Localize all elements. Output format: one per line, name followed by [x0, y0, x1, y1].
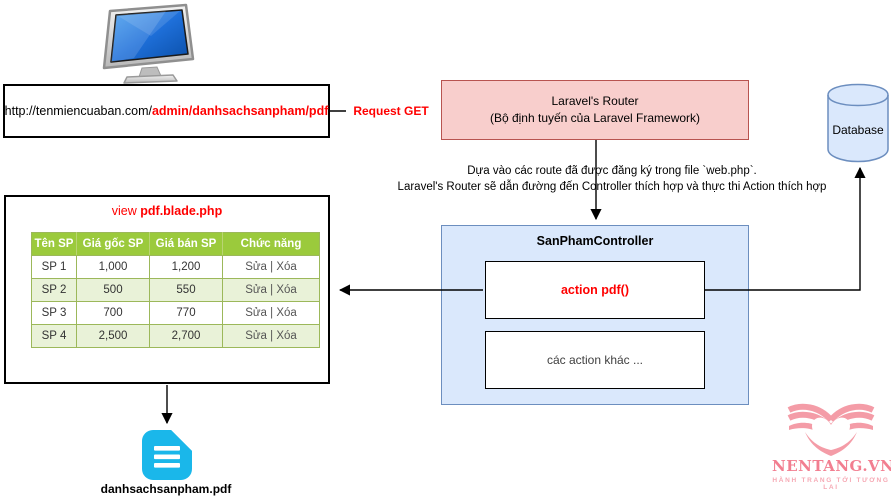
- router-subtitle: (Bộ định tuyến của Laravel Framework): [489, 111, 701, 125]
- url-box: http://tenmiencuaban.com/admin/danhsachs…: [3, 84, 330, 138]
- view-label-prefix: view: [111, 204, 141, 218]
- brand-name: NENTANG.VN: [772, 457, 891, 475]
- route-note-line1: Dựa vào các route đã được đăng ký trong …: [467, 165, 757, 177]
- column-header: Chức năng: [222, 232, 320, 256]
- route-note-line2: Laravel's Router sẽ dẫn đường đến Contro…: [397, 180, 827, 193]
- brand-tagline: HÀNH TRANG TỚI TƯƠNG LAI: [772, 477, 890, 491]
- cell-gia-ban: 1,200: [149, 255, 223, 279]
- view-box: view pdf.blade.php Tên SP Giá gốc SP Giá…: [4, 195, 330, 384]
- database-node: Database: [826, 83, 890, 163]
- table-header-row: Tên SP Giá gốc SP Giá bán SP Chức năng: [31, 232, 320, 256]
- column-header: Giá gốc SP: [76, 232, 150, 256]
- cell-chuc-nang: Sửa | Xóa: [222, 255, 320, 279]
- cell-gia-ban: 550: [149, 278, 223, 302]
- cell-gia-goc: 2,500: [76, 324, 150, 348]
- url-route-text: admin/danhsachsanpham/pdf: [151, 104, 329, 118]
- cell-ten-sp: SP 1: [31, 255, 77, 279]
- controller-title: SanPhamController: [536, 234, 654, 248]
- database-icon: [827, 83, 889, 163]
- request-get-label: Request GET: [346, 104, 436, 118]
- url-base-text: http://tenmiencuaban.com/: [4, 104, 152, 118]
- table-row: SP 3 700 770 Sửa | Xóa: [31, 301, 320, 325]
- cell-gia-goc: 1,000: [76, 255, 150, 279]
- table-row: SP 4 2,500 2,700 Sửa | Xóa: [31, 324, 320, 348]
- cell-gia-goc: 700: [76, 301, 150, 325]
- table-row: SP 2 500 550 Sửa | Xóa: [31, 278, 320, 302]
- action-pdf-box: action pdf(): [485, 261, 705, 319]
- cell-chuc-nang: Sửa | Xóa: [222, 301, 320, 325]
- pdf-file-label: danhsachsanpham.pdf: [100, 482, 232, 496]
- cell-chuc-nang: Sửa | Xóa: [222, 278, 320, 302]
- route-note: Dựa vào các route đã được đăng ký trong …: [350, 164, 874, 195]
- cell-ten-sp: SP 2: [31, 278, 77, 302]
- cell-ten-sp: SP 3: [31, 301, 77, 325]
- other-actions-box: các action khác ...: [485, 331, 705, 389]
- view-label: view pdf.blade.php: [6, 204, 328, 218]
- view-label-file: pdf.blade.php: [140, 204, 223, 218]
- brand-logo: NENTANG.VN HÀNH TRANG TỚI TƯƠNG LAI: [772, 402, 891, 491]
- product-table: Tên SP Giá gốc SP Giá bán SP Chức năng S…: [31, 232, 320, 348]
- book-heart-icon: [787, 403, 875, 456]
- cell-gia-ban: 770: [149, 301, 223, 325]
- column-header: Giá bán SP: [149, 232, 223, 256]
- cell-gia-ban: 2,700: [149, 324, 223, 348]
- computer-monitor-icon: [102, 3, 195, 84]
- table-row: SP 1 1,000 1,200 Sửa | Xóa: [31, 255, 320, 279]
- cell-ten-sp: SP 4: [31, 324, 77, 348]
- cell-gia-goc: 500: [76, 278, 150, 302]
- cell-chuc-nang: Sửa | Xóa: [222, 324, 320, 348]
- laravel-router-box: Laravel's Router (Bộ định tuyến của Lara…: [441, 80, 749, 140]
- pdf-file-icon: [142, 430, 192, 480]
- column-header: Tên SP: [31, 232, 77, 256]
- database-label: Database: [832, 123, 884, 137]
- router-title: Laravel's Router: [551, 94, 639, 109]
